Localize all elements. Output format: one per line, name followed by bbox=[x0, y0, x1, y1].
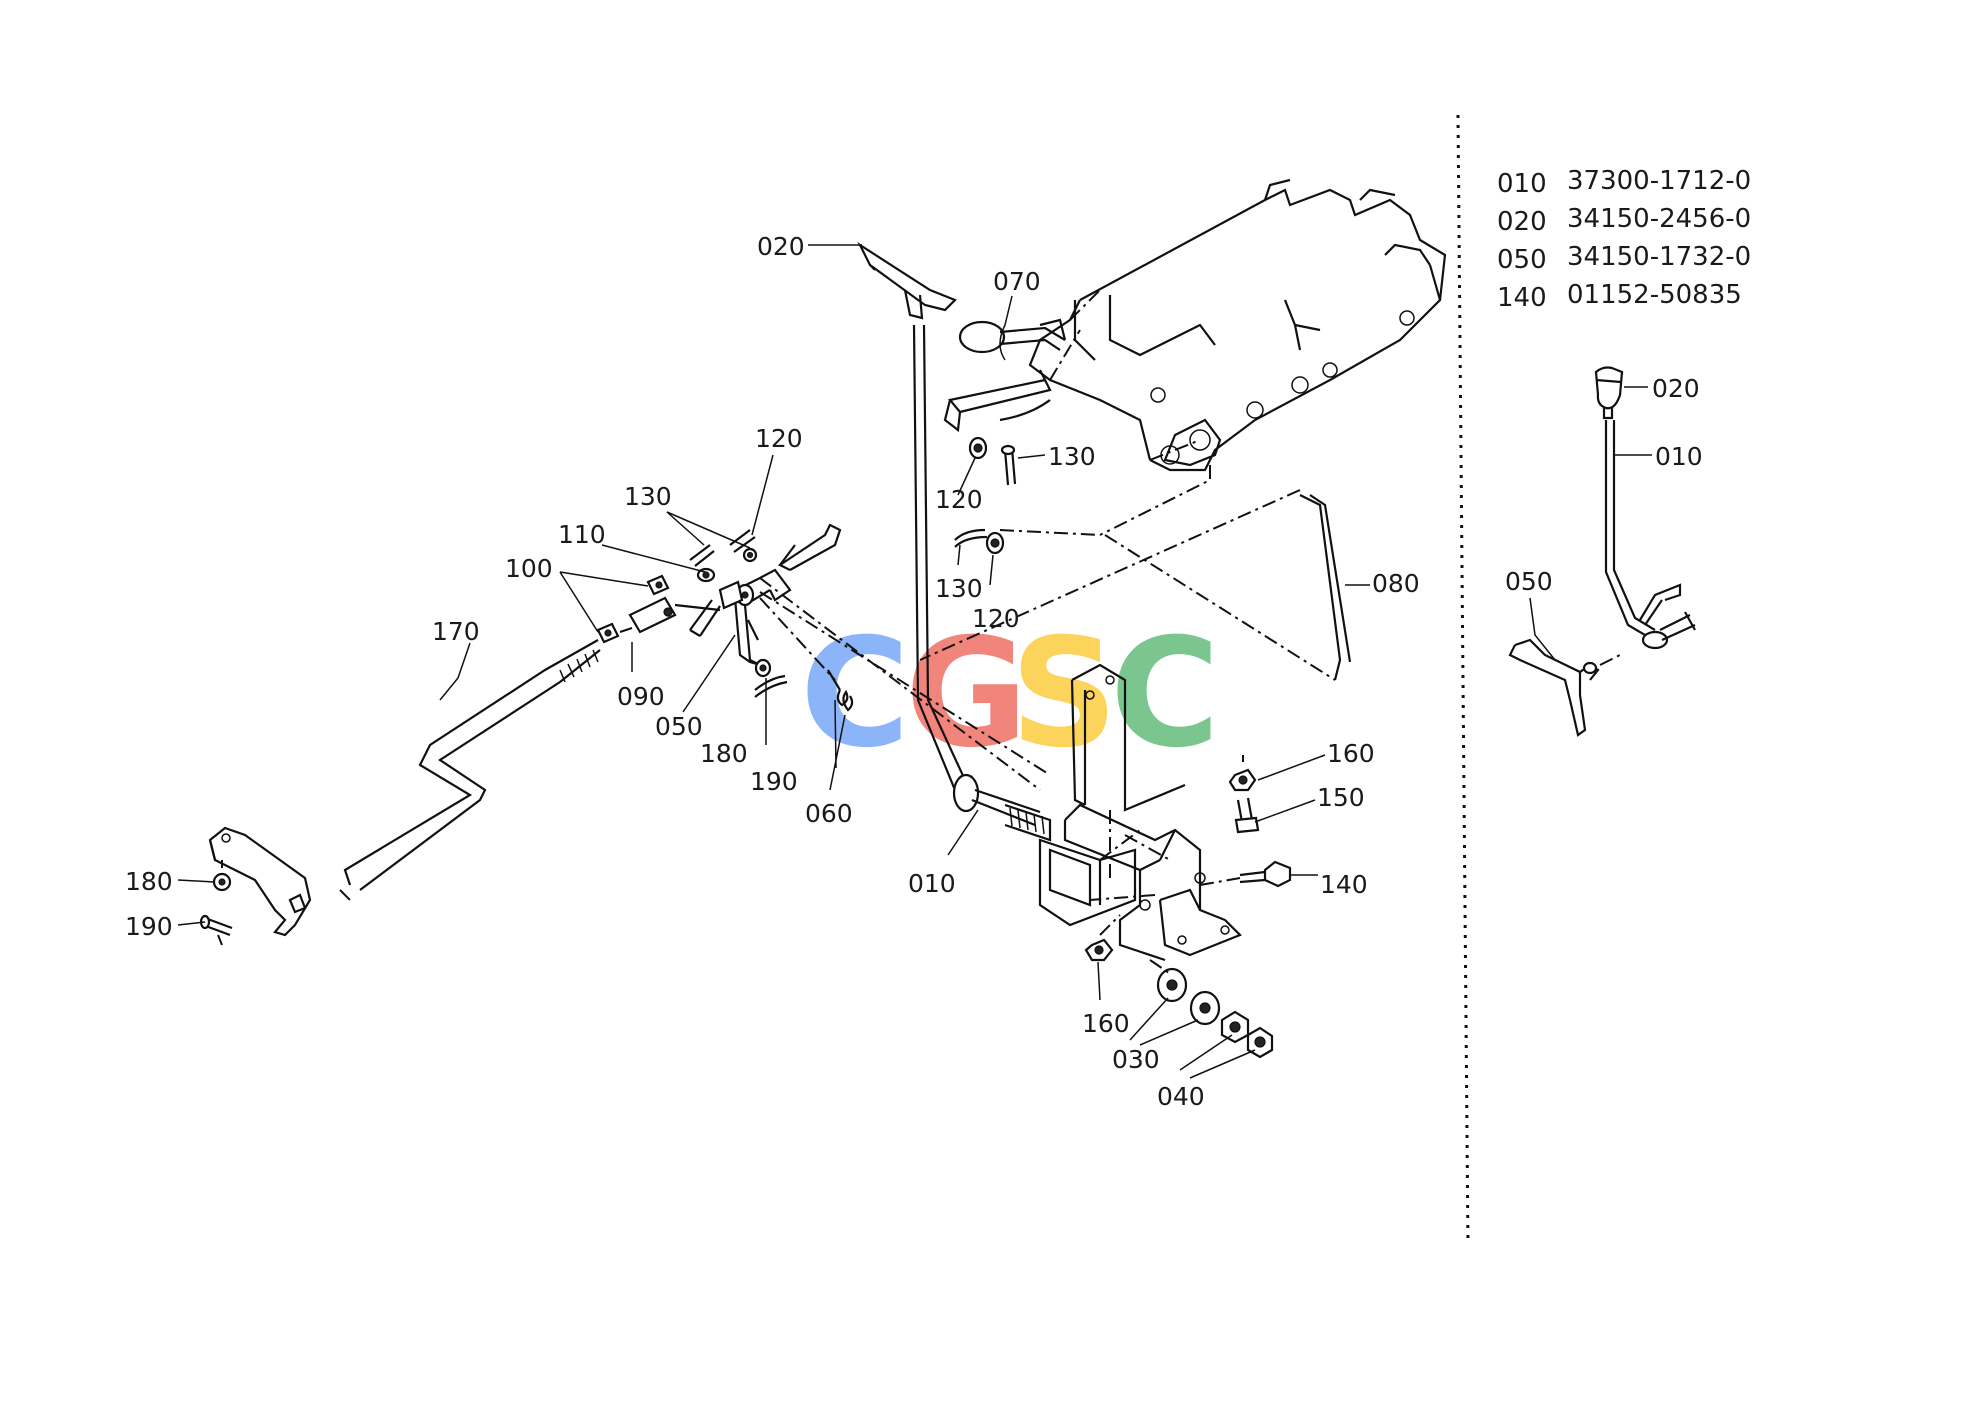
bracket-assembly bbox=[1038, 663, 1242, 962]
rod-170 bbox=[339, 639, 601, 901]
callout-040: 040 bbox=[1157, 1082, 1205, 1111]
callout-110: 110 bbox=[558, 520, 606, 549]
callout-020: 020 bbox=[1652, 374, 1700, 403]
link-dash bbox=[759, 577, 1041, 791]
watermark-letter: S bbox=[1010, 607, 1118, 781]
callout-120: 120 bbox=[755, 424, 803, 453]
link-dash bbox=[759, 591, 1051, 776]
callout-070: 070 bbox=[993, 267, 1041, 296]
watermark-letter: C bbox=[800, 607, 910, 781]
watermark-letter: C bbox=[1110, 607, 1220, 781]
callout-090: 090 bbox=[617, 682, 665, 711]
lever-010 bbox=[857, 241, 1052, 842]
callout-060: 060 bbox=[805, 799, 853, 828]
parts-list-part-number: 01152-50835 bbox=[1567, 280, 1742, 310]
rod-080 bbox=[919, 465, 1352, 681]
arm-left bbox=[199, 826, 312, 946]
callout-030: 030 bbox=[1112, 1045, 1160, 1074]
callout-170: 170 bbox=[432, 617, 480, 646]
callout-130: 130 bbox=[935, 574, 983, 603]
callout-120: 120 bbox=[972, 604, 1020, 633]
callout-100: 100 bbox=[505, 554, 553, 583]
callout-190: 190 bbox=[125, 912, 173, 941]
parts-list: 010 37300-1712-0 020 34150-2456-0 050 34… bbox=[1497, 166, 1751, 313]
fasteners-right bbox=[1089, 755, 1292, 901]
watermark-letter: G bbox=[905, 607, 1028, 781]
lever-050-assembly bbox=[596, 523, 842, 667]
separator-line bbox=[1456, 114, 1470, 1246]
lever-070 bbox=[943, 318, 1067, 433]
callout-080: 080 bbox=[1372, 569, 1420, 598]
callout-160: 160 bbox=[1327, 739, 1375, 768]
parts-list-part-number: 37300-1712-0 bbox=[1567, 166, 1751, 196]
parts-list-part-number: 34150-2456-0 bbox=[1567, 204, 1751, 234]
callout-160: 160 bbox=[1082, 1009, 1130, 1038]
watermark: C G S C bbox=[800, 607, 1220, 781]
pins-middle bbox=[754, 658, 788, 698]
parts-list-ref: 010 bbox=[1497, 169, 1547, 199]
callout-050: 050 bbox=[655, 712, 703, 741]
callout-010: 010 bbox=[908, 869, 956, 898]
callout-180: 180 bbox=[700, 739, 748, 768]
callout-130: 130 bbox=[624, 482, 672, 511]
callout-labels: 020 070 120 130 110 100 170 090 050 180 … bbox=[125, 232, 1703, 1111]
callout-050: 050 bbox=[1505, 567, 1553, 596]
pins-upper bbox=[954, 436, 1017, 555]
callout-120: 120 bbox=[935, 485, 983, 514]
callout-010: 010 bbox=[1655, 442, 1703, 471]
lift-housing bbox=[1028, 178, 1447, 472]
leader-lines bbox=[177, 244, 1652, 1079]
spring-060 bbox=[759, 597, 854, 712]
fasteners-lower bbox=[1084, 914, 1274, 1059]
parts-list-ref: 050 bbox=[1497, 245, 1547, 275]
parts-list-ref: 140 bbox=[1497, 283, 1547, 313]
callout-130: 130 bbox=[1048, 442, 1096, 471]
callout-150: 150 bbox=[1317, 783, 1365, 812]
inset-drawing bbox=[1508, 366, 1696, 737]
callout-180: 180 bbox=[125, 867, 173, 896]
callout-020: 020 bbox=[757, 232, 805, 261]
parts-list-ref: 020 bbox=[1497, 207, 1547, 237]
callout-140: 140 bbox=[1320, 870, 1368, 899]
callout-190: 190 bbox=[750, 767, 798, 796]
parts-list-part-number: 34150-1732-0 bbox=[1567, 242, 1751, 272]
